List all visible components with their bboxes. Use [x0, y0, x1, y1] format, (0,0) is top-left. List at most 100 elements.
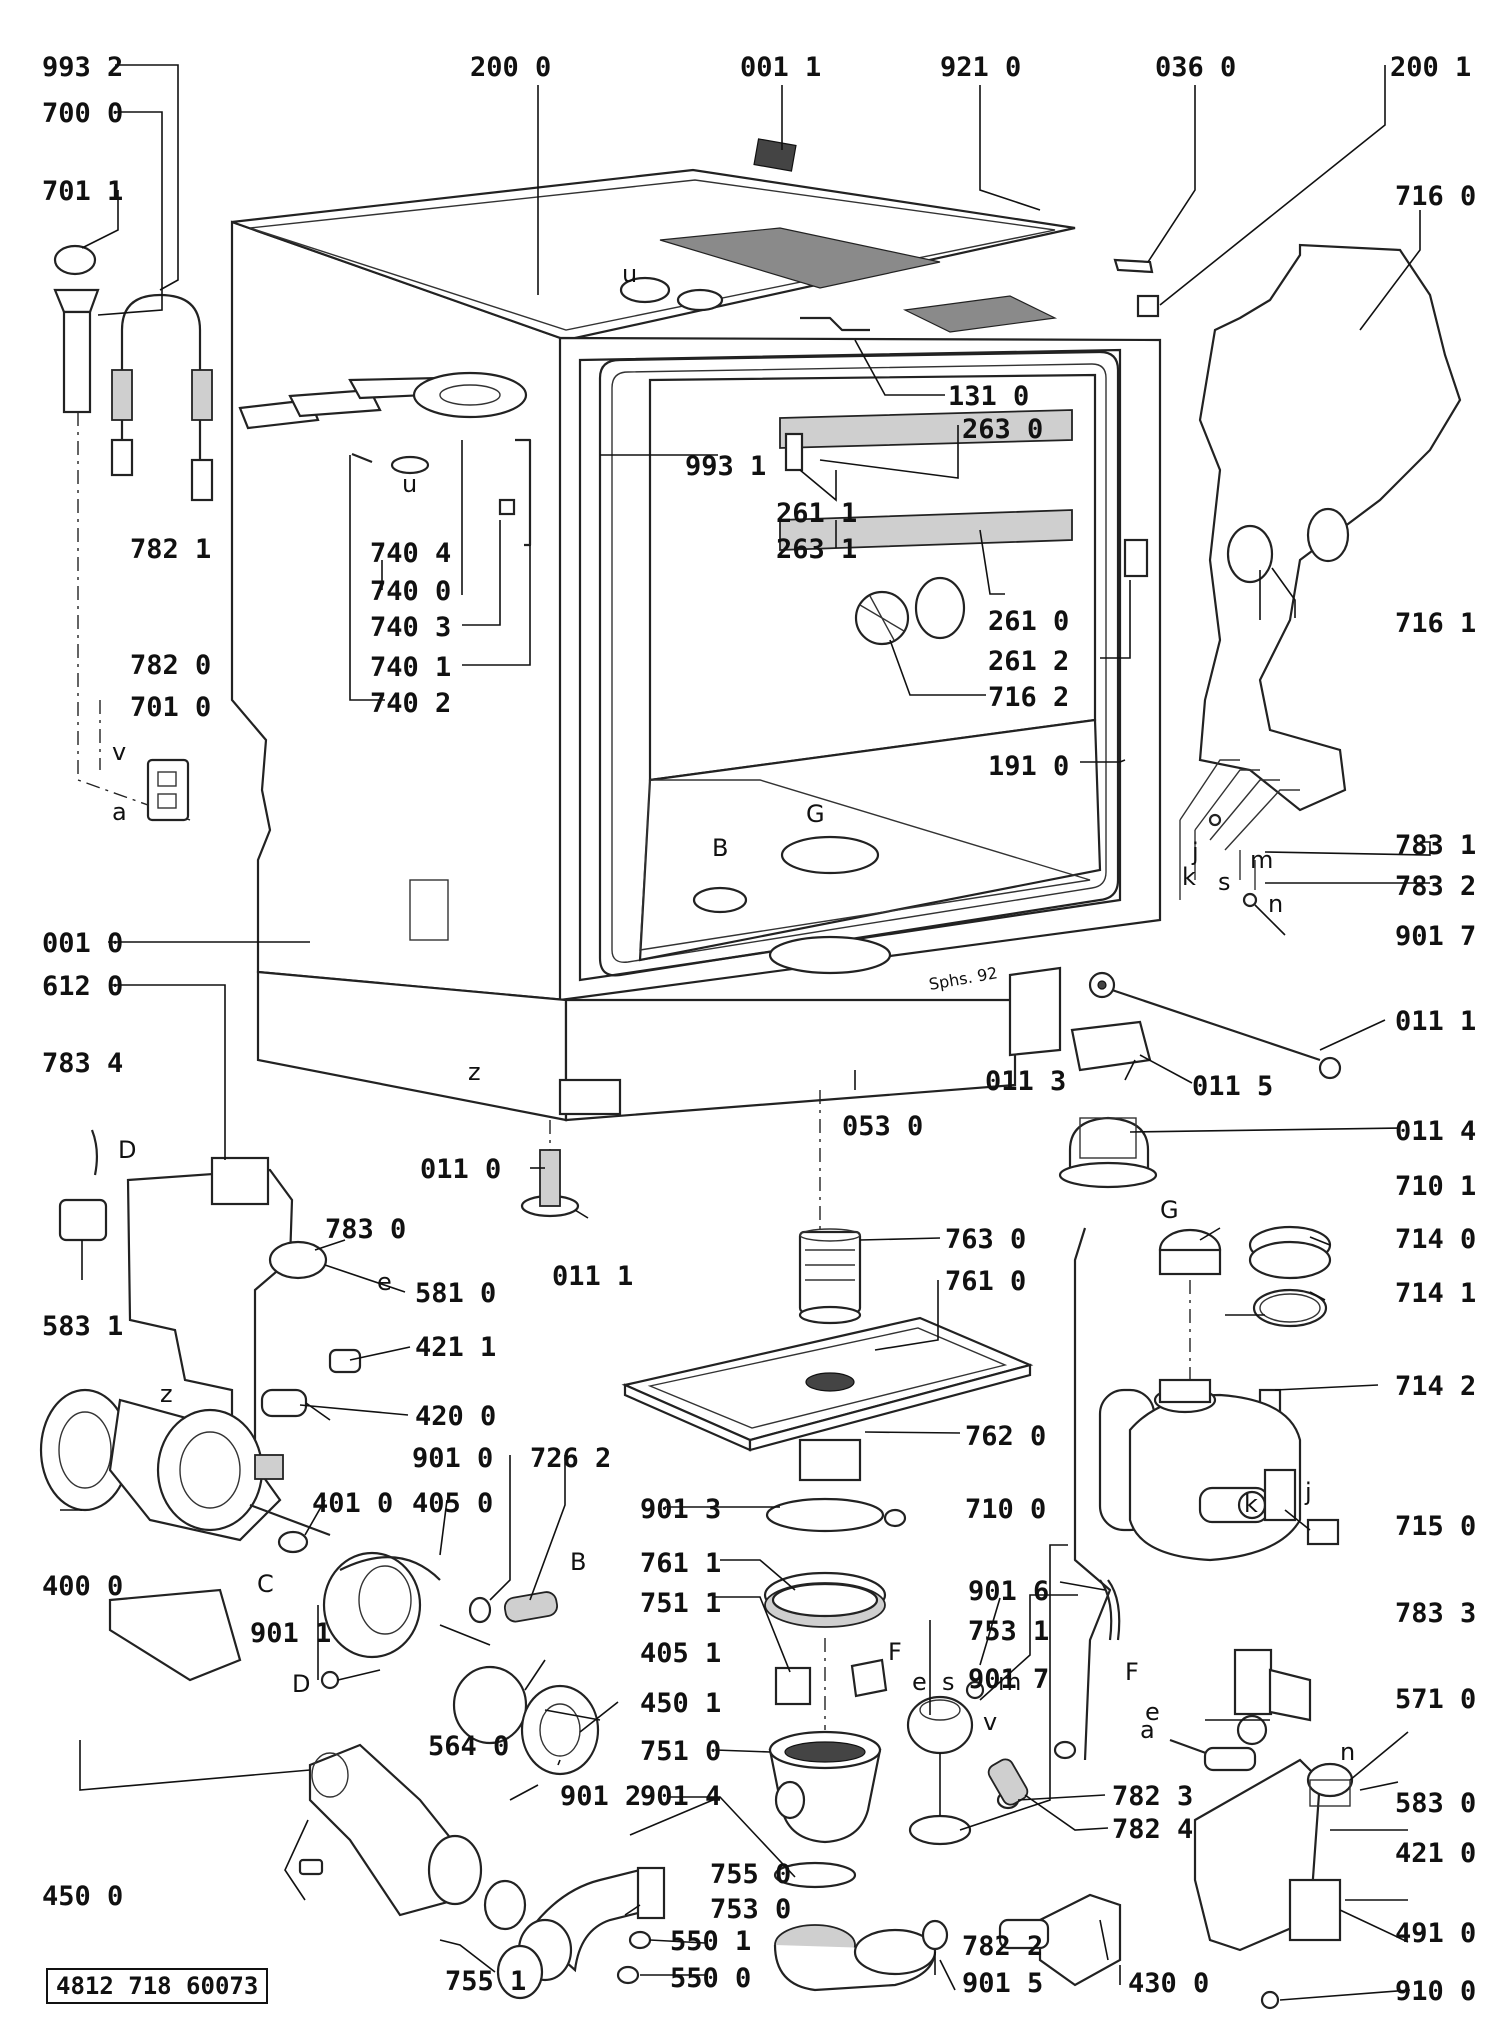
- label-761-1: 761 1: [640, 1548, 721, 1579]
- rail-263-0: [779, 409, 1073, 449]
- ref-k-2: k: [1244, 1490, 1258, 1518]
- label-716-2: 716 2: [988, 682, 1069, 713]
- pipe-762-0: [798, 1438, 862, 1482]
- label-131-0: 131 0: [948, 381, 1029, 412]
- clip-701-0: [146, 758, 190, 822]
- nut-755-1: [496, 1944, 544, 2000]
- label-420-0: 420 0: [415, 1401, 496, 1432]
- label-400-0: 400 0: [42, 1571, 123, 1602]
- rail-261-0: [779, 509, 1073, 551]
- side-insulation-panel: [1179, 243, 1462, 908]
- label-726-2: 726 2: [530, 1443, 611, 1474]
- document-number: 4812 718 60073: [46, 1968, 269, 2004]
- label-564-0: 564 0: [428, 1731, 509, 1762]
- label-263-1: 263 1: [776, 534, 857, 565]
- clamp-782-2: [921, 1919, 949, 1951]
- sump-assembly: [621, 1090, 1034, 1992]
- label-700-0: 700 0: [42, 98, 123, 129]
- ref-f-2: F: [1125, 1658, 1139, 1686]
- grommet-716-1a: [1226, 524, 1274, 584]
- valve-550-0: [616, 1965, 640, 1985]
- adjustable-foot: [520, 1120, 580, 1218]
- label-583-1: 583 1: [42, 1311, 123, 1342]
- wiring-harness: [1179, 759, 1300, 900]
- solenoid-430-0: [1038, 1893, 1122, 1987]
- ref-e-3: e: [1145, 1698, 1160, 1726]
- label-261-2: 261 2: [988, 646, 1069, 677]
- valve-753-1: [906, 1695, 974, 1755]
- control-bracket-assembly: [58, 1129, 362, 1442]
- label-901-1: 901 1: [250, 1618, 331, 1649]
- valve-751-1: [774, 1666, 812, 1706]
- label-714-1: 714 1: [1395, 1278, 1476, 1309]
- label-053-0: 053 0: [842, 1111, 923, 1142]
- label-583-0: 583 0: [1395, 1788, 1476, 1819]
- ref-g-2: G: [1160, 1196, 1179, 1224]
- side-panel: [230, 220, 568, 1002]
- terminal-491-0: [1288, 1878, 1342, 1942]
- screw-901-1: [320, 1670, 340, 1690]
- float-guide-011-5: [1070, 1020, 1152, 1072]
- label-191-0: 191 0: [988, 751, 1069, 782]
- door-seal: [598, 350, 1120, 977]
- label-901-4: 901 4: [640, 1781, 721, 1812]
- label-782-4: 782 4: [1112, 1814, 1193, 1845]
- label-011-1-bottom: 011 1: [552, 1261, 633, 1292]
- reference-letters: u u v v a a z z G G B B C D D e e e F F …: [112, 260, 1355, 1766]
- label-740-4: 740 4: [370, 538, 451, 569]
- label-421-1: 421 1: [415, 1332, 496, 1363]
- screw-910-0: [1260, 1990, 1280, 2010]
- capacitor-421-1: [328, 1348, 362, 1374]
- label-901-5: 901 5: [962, 1968, 1043, 1999]
- label-755-0: 755 0: [710, 1859, 791, 1890]
- clamp-901-0: [468, 1596, 492, 1624]
- rail-clip-right: [1123, 538, 1149, 578]
- ref-s-1: s: [1218, 868, 1231, 896]
- rail-clip: [784, 432, 804, 472]
- clip-783-4: [90, 1129, 99, 1176]
- label-901-7-right: 901 7: [1395, 921, 1476, 952]
- ref-n-2: n: [1340, 1738, 1355, 1766]
- part-labels: 993 2 700 0 701 1 782 1 782 0 701 0 200 …: [42, 52, 1476, 2007]
- label-901-0: 901 0: [412, 1443, 493, 1474]
- label-430-0: 430 0: [1128, 1968, 1209, 1999]
- valve-715-0: [1306, 1518, 1340, 1546]
- seal-ring-740-4: [390, 455, 430, 475]
- label-993-2: 993 2: [42, 52, 123, 83]
- sump-751-0: [768, 1748, 882, 1844]
- label-762-0: 762 0: [965, 1421, 1046, 1452]
- label-405-0: 405 0: [412, 1488, 493, 1519]
- hose-993-2: [120, 293, 202, 470]
- inlet-hose-assembly: [53, 244, 214, 822]
- label-011-5: 011 5: [1192, 1071, 1273, 1102]
- float-rod-011-1: [1111, 988, 1321, 1062]
- ref-j-2: j: [1304, 1478, 1312, 1506]
- label-751-1: 751 1: [640, 1588, 721, 1619]
- ref-v-1: v: [112, 738, 126, 766]
- ref-b-1: B: [712, 834, 728, 862]
- label-753-1: 753 1: [968, 1616, 1049, 1647]
- label-782-0: 782 0: [130, 650, 211, 681]
- ref-z-2: z: [160, 1380, 173, 1408]
- impeller-cover-450-1: [520, 1684, 600, 1776]
- label-782-1: 782 1: [130, 534, 211, 565]
- ref-f-1: F: [888, 1638, 902, 1666]
- label-783-1: 783 1: [1395, 830, 1476, 861]
- spray-arm-740-0: [412, 371, 528, 419]
- label-901-6: 901 6: [968, 1576, 1049, 1607]
- label-405-1: 405 1: [640, 1638, 721, 1669]
- label-901-2: 901 2: [560, 1781, 641, 1812]
- label-715-0: 715 0: [1395, 1511, 1476, 1542]
- label-921-0: 921 0: [940, 52, 1021, 83]
- clamp-901-3: [765, 1497, 885, 1533]
- label-910-0: 910 0: [1395, 1976, 1476, 2007]
- label-450-0: 450 0: [42, 1881, 123, 1912]
- motor-mount: [108, 1588, 242, 1682]
- label-200-1: 200 1: [1390, 52, 1471, 83]
- label-751-0: 751 0: [640, 1736, 721, 1767]
- ref-c: C: [257, 1570, 274, 1598]
- nut-740-3: [498, 498, 516, 516]
- ref-u-2: u: [622, 260, 637, 288]
- pressure-switch-581-0: [268, 1240, 328, 1280]
- ref-n-1: n: [1268, 890, 1283, 918]
